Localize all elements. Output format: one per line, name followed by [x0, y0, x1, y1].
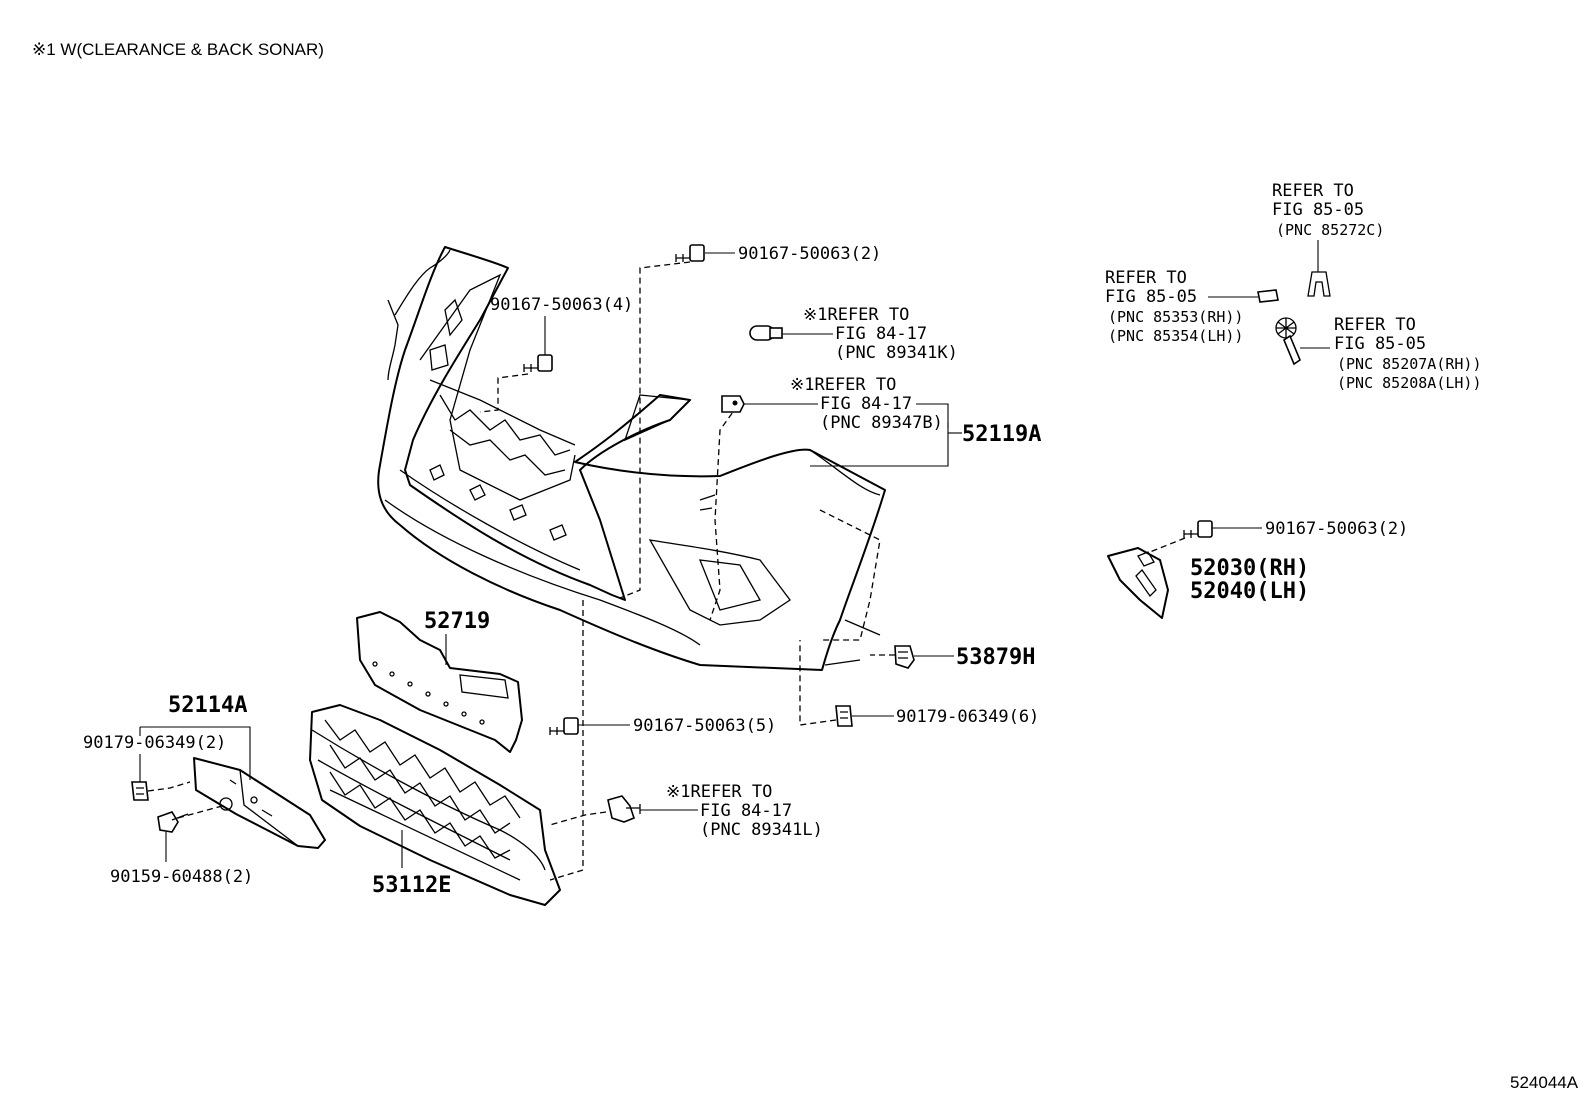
nut-left-icon	[131, 781, 149, 801]
ref-lamp-a-line1: REFER TO	[1272, 181, 1354, 201]
clip-85272c-icon	[1307, 271, 1331, 297]
label-bolt-top: 90167-50063(2)	[738, 244, 881, 264]
label-garnish-rh: 52030(RH)	[1190, 556, 1309, 581]
clip-53879h-icon	[894, 645, 915, 669]
ref-sensor-3-line1: ※1REFER TO	[666, 782, 772, 802]
sensor-89347b-icon	[721, 395, 745, 413]
socket-85207a-icon	[1275, 317, 1301, 366]
ref-lamp-c-line2: FIG 85-05	[1334, 334, 1426, 354]
bulb-85353-icon	[1257, 289, 1279, 303]
label-retainer: 52719	[424, 609, 490, 634]
bolt-side-icon	[1183, 520, 1213, 538]
label-garnish-lh: 52040(LH)	[1190, 579, 1309, 604]
label-bumper-cover: 52119A	[962, 422, 1041, 447]
bolt-lower-icon	[549, 717, 579, 735]
bolt-bracket-icon	[523, 354, 553, 372]
ref-lamp-c-line1: REFER TO	[1334, 315, 1416, 335]
sensor-path-dashed	[709, 404, 739, 621]
bolt-license-icon	[157, 811, 189, 833]
label-bolt-lower: 90167-50063(5)	[633, 716, 776, 736]
ref-lamp-b-line3: (PNC 85353(RH))	[1108, 308, 1243, 326]
label-license-bracket: 52114A	[168, 693, 247, 718]
ref-lamp-a-line2: FIG 85-05	[1272, 200, 1364, 220]
ref-sensor-3-line3: (PNC 89341L)	[700, 820, 823, 840]
license-bracket-drawing	[193, 757, 326, 849]
figure-code: 524044A	[1510, 1073, 1579, 1092]
sensor-89341k-icon	[749, 325, 783, 341]
retainer-52719-drawing	[356, 611, 523, 753]
fog-area-dashed	[819, 509, 881, 641]
label-grille: 53112E	[372, 873, 451, 898]
ref-sensor-2-line2: FIG 84-17	[820, 394, 912, 414]
bolt-top-icon	[675, 244, 705, 262]
ref-sensor-1-line2: FIG 84-17	[835, 324, 927, 344]
ref-sensor-1-line3: (PNC 89341K)	[835, 343, 958, 363]
ref-lamp-b-line1: REFER TO	[1105, 268, 1187, 288]
sensor-89341l-icon	[607, 795, 641, 823]
side-garnish-drawing	[1107, 547, 1169, 619]
ref-lamp-a-line3: (PNC 85272C)	[1276, 221, 1384, 239]
label-bolt-side: 90167-50063(2)	[1265, 519, 1408, 539]
label-clip-53879h: 53879H	[956, 645, 1035, 670]
ref-lamp-b-line4: (PNC 85354(LH))	[1108, 327, 1243, 345]
label-bolt-license: 90159-60488(2)	[110, 867, 253, 887]
label-bolt-bracket: 90167-50063(4)	[490, 295, 633, 315]
ref-lamp-c-line3: (PNC 85207A(RH))	[1337, 355, 1482, 373]
ref-sensor-2-line3: (PNC 89347B)	[820, 413, 943, 433]
nut-right-icon	[835, 705, 853, 727]
ref-sensor-1-line1: ※1REFER TO	[803, 305, 909, 325]
ref-sensor-2-line1: ※1REFER TO	[790, 375, 896, 395]
label-nut-left: 90179-06349(2)	[83, 733, 226, 753]
ref-lamp-c-line4: (PNC 85208A(LH))	[1337, 374, 1482, 392]
ref-sensor-3-line2: FIG 84-17	[700, 801, 792, 821]
ref-lamp-b-line2: FIG 85-05	[1105, 287, 1197, 307]
bumper-cover-drawing	[377, 246, 886, 671]
header-note: ※1 W(CLEARANCE & BACK SONAR)	[32, 40, 324, 59]
grille-53112e-drawing	[309, 704, 561, 906]
label-nut-right: 90179-06349(6)	[896, 707, 1039, 727]
